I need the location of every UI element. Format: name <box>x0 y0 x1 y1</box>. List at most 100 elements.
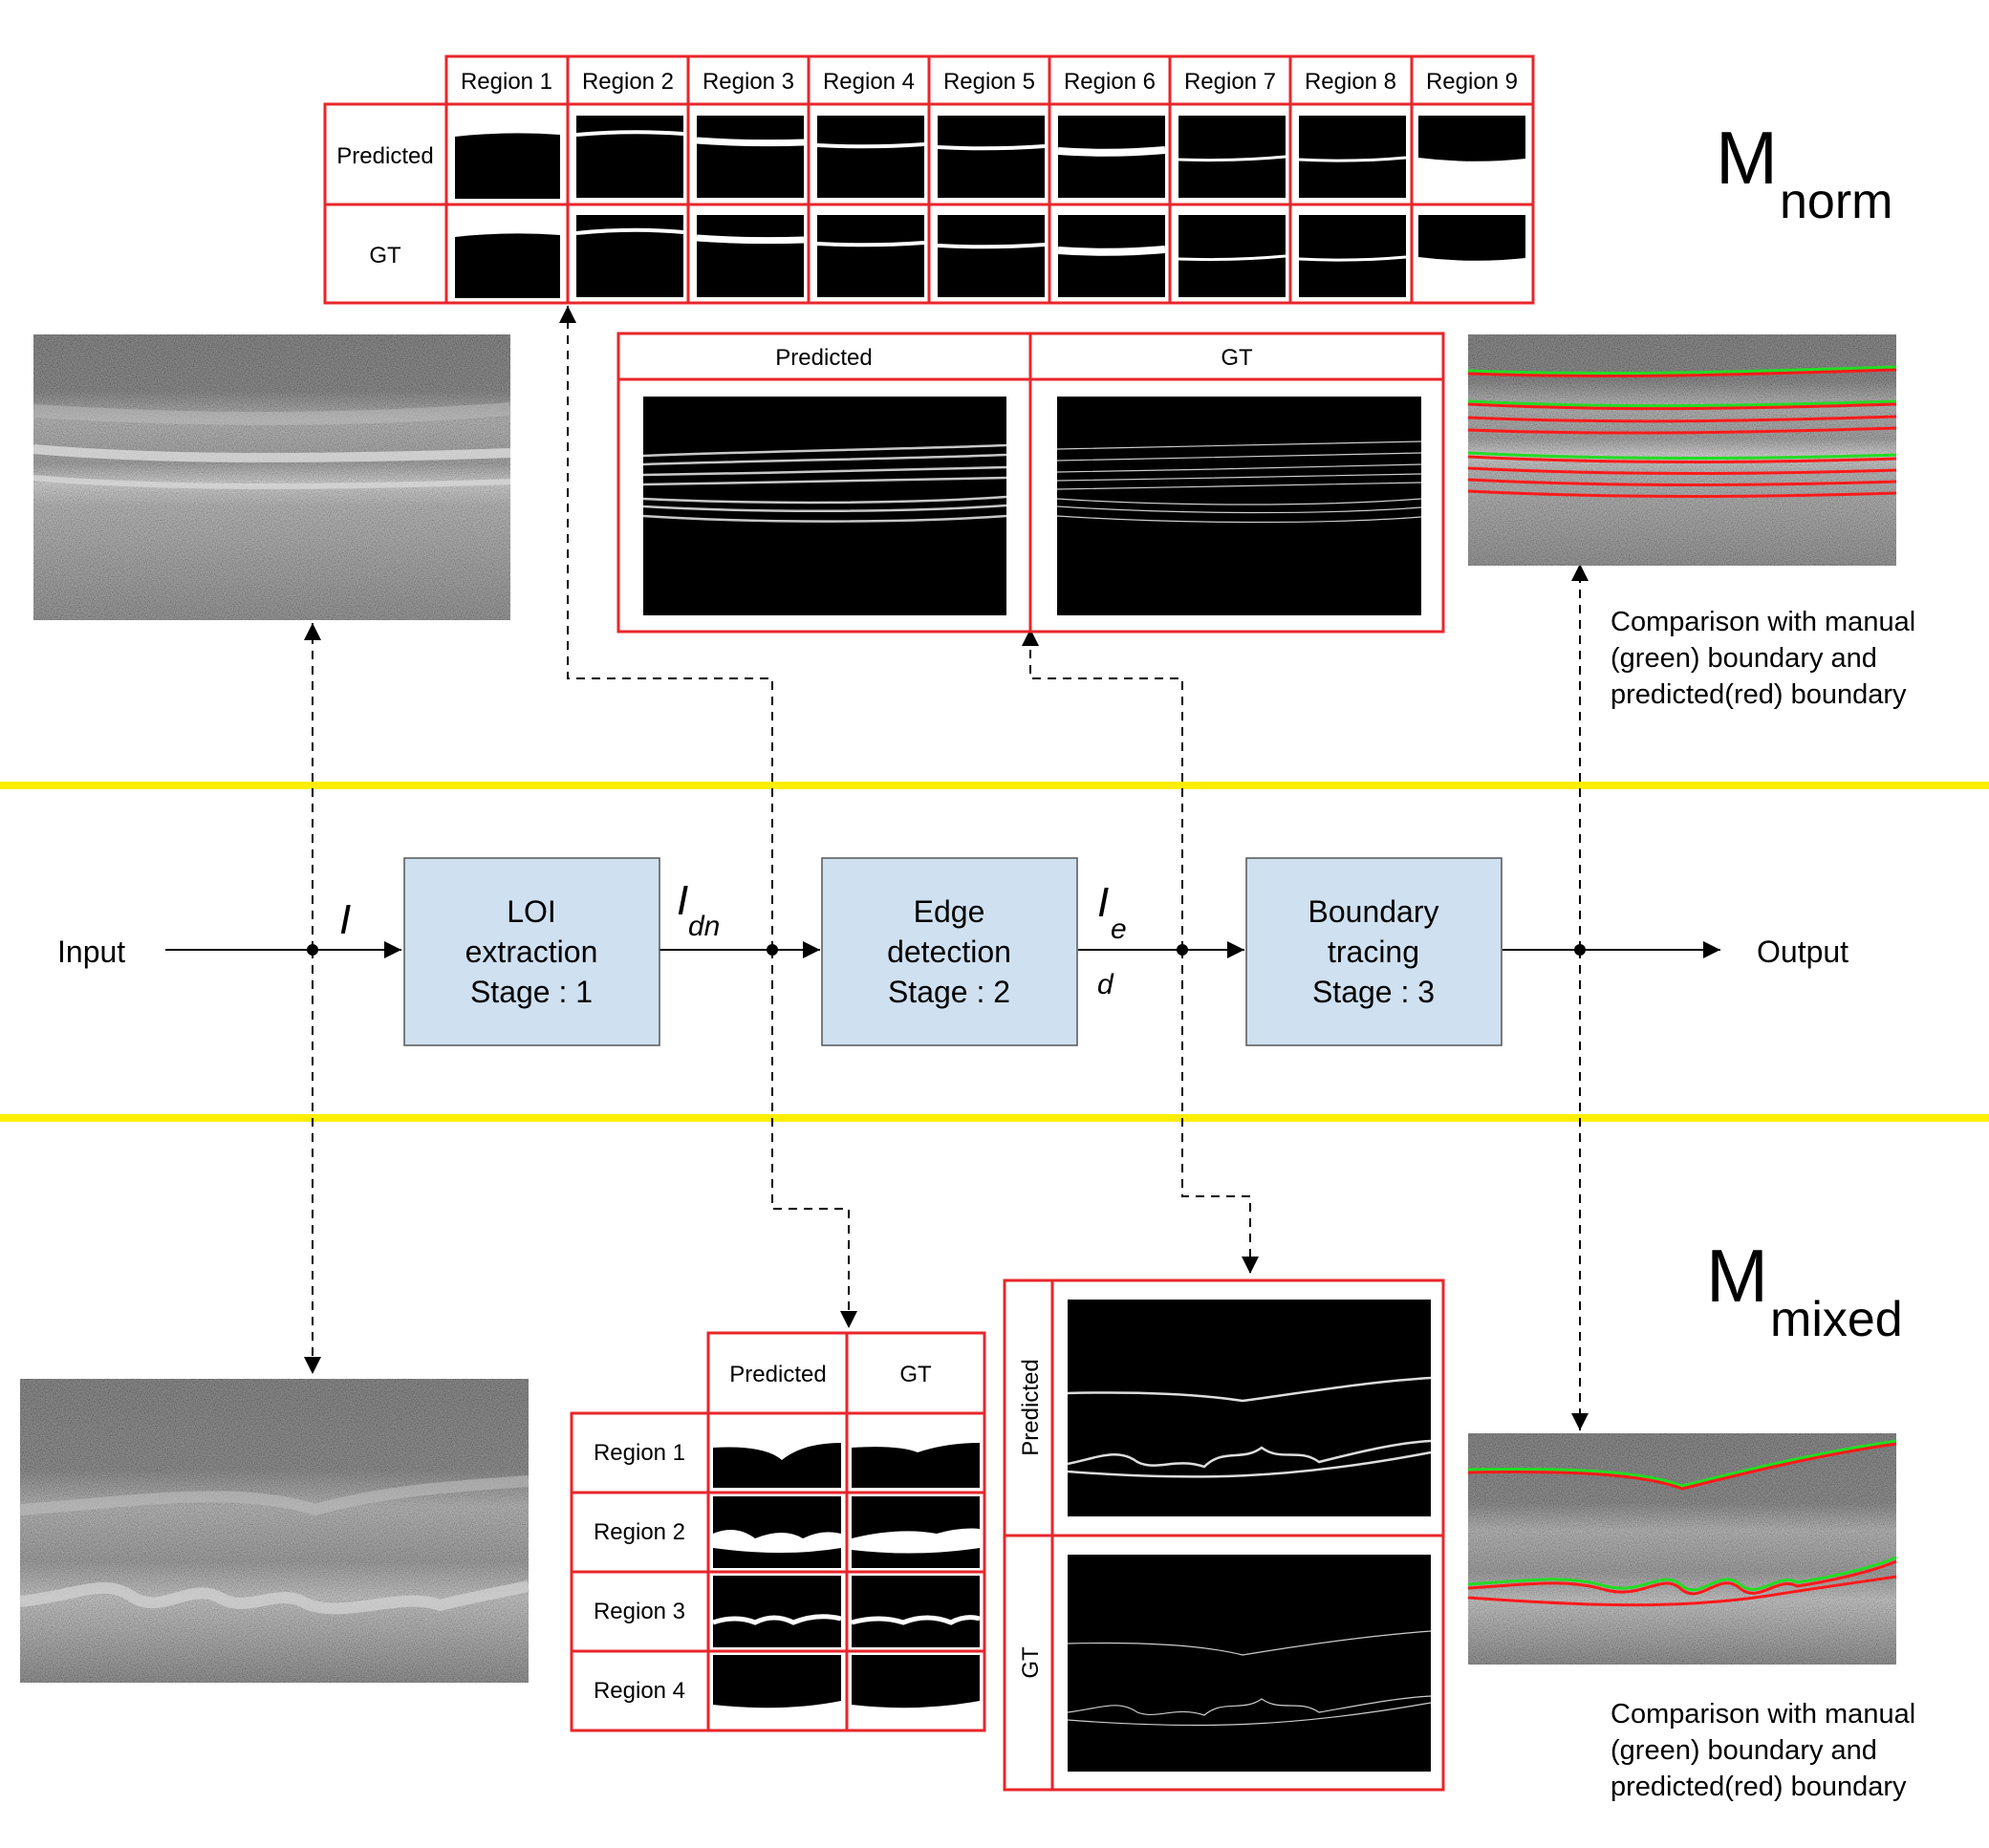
output-label: Output <box>1757 935 1848 969</box>
model-label-mixed: M mixed <box>1706 1234 1903 1347</box>
norm-region-table: Region 1 Region 2 Region 3 Region 4 Regi… <box>323 54 1535 305</box>
mixed-edge-predicted-lines <box>1067 1376 1432 1478</box>
stage-1-line2: extraction <box>465 935 598 969</box>
norm-edge-gt-lines <box>1056 441 1422 524</box>
signal-idn: I <box>677 877 688 924</box>
norm-region-header-1: Region 1 <box>461 69 552 95</box>
norm-region-header-6: Region 6 <box>1064 69 1156 95</box>
input-label: Input <box>57 935 125 969</box>
stage-2-line3: Stage : 2 <box>888 975 1010 1009</box>
norm-region-header-5: Region 5 <box>943 69 1035 95</box>
mixed-region-row-1: Region 1 <box>594 1440 685 1466</box>
stage-2-box: Edge detection Stage : 2 <box>821 857 1078 1046</box>
norm-pred-mask-6 <box>1058 116 1165 198</box>
norm-table-headers: Region 1 Region 2 Region 3 Region 4 Regi… <box>336 69 1518 269</box>
model-label-norm: M norm <box>1716 116 1892 229</box>
mixed-region-row-2: Region 2 <box>594 1519 685 1545</box>
mixed-pred-mask-3 <box>713 1576 841 1647</box>
oct-input-mixed <box>19 1379 530 1683</box>
caption-bottom: Comparison with manual (green) boundary … <box>1611 1699 1915 1802</box>
norm-edge-panel: Predicted GT <box>616 332 1445 634</box>
norm-edge-predicted-label: Predicted <box>775 345 872 371</box>
norm-gt-mask-3 <box>697 215 804 297</box>
norm-pred-mask-8 <box>1299 116 1406 198</box>
norm-edge-gt-image <box>1057 397 1421 615</box>
norm-gt-mask-1 <box>455 233 560 298</box>
model-label-norm-letter: M <box>1716 116 1778 200</box>
norm-region-header-7: Region 7 <box>1184 69 1276 95</box>
norm-gt-mask-4 <box>817 215 924 297</box>
caption-bottom-line1: Comparison with manual <box>1611 1699 1915 1730</box>
signal-ied-sub: e <box>1111 913 1127 945</box>
norm-edge-gt-label: GT <box>1221 345 1253 371</box>
oct-input-norm <box>32 334 511 620</box>
mixed-pred-mask-1 <box>713 1443 841 1488</box>
mixed-gt-mask-1 <box>852 1443 980 1488</box>
signal-ied: I <box>1097 879 1109 926</box>
mixed-edge-gt-image <box>1068 1555 1431 1772</box>
model-label-mixed-letter: M <box>1706 1234 1768 1318</box>
norm-pred-mask-4 <box>817 116 924 198</box>
mixed-edge-predicted-image <box>1068 1300 1431 1516</box>
stage-3-line1: Boundary <box>1308 894 1439 929</box>
stage-1-box: LOI extraction Stage : 1 <box>403 857 660 1046</box>
caption-top-line1: Comparison with manual <box>1611 607 1915 637</box>
mixed-col-predicted: Predicted <box>729 1362 826 1387</box>
norm-pred-mask-9 <box>1418 116 1525 161</box>
norm-region-header-9: Region 9 <box>1426 69 1518 95</box>
norm-region-header-4: Region 4 <box>823 69 915 95</box>
mixed-edge-gt-label: GT <box>1018 1646 1044 1679</box>
signal-labels: I I dn I e d <box>339 877 1127 1000</box>
mixed-table-labels: Predicted GT Region 1 Region 2 Region 3 … <box>594 1362 932 1704</box>
dash-stage2-bottom <box>1181 950 1259 1274</box>
norm-gt-mask-2 <box>576 215 683 297</box>
caption-top-line2: (green) boundary and <box>1611 643 1877 674</box>
norm-gt-mask-5 <box>938 215 1045 297</box>
oct-output-norm <box>1467 334 1897 566</box>
stage-3-box: Boundary tracing Stage : 3 <box>1245 857 1503 1046</box>
dashed-connectors <box>304 306 1589 1430</box>
mixed-region-row-4: Region 4 <box>594 1678 685 1704</box>
output-norm-boundaries <box>1467 365 1897 498</box>
oct-output-mixed <box>1467 1433 1897 1665</box>
caption-bottom-line3: predicted(red) boundary <box>1611 1772 1907 1802</box>
dash-stage2-top <box>1022 629 1183 950</box>
norm-predicted-masks <box>455 116 1525 199</box>
norm-pred-mask-2 <box>576 116 683 198</box>
output-mixed-boundaries <box>1467 1439 1897 1607</box>
mixed-edge-predicted-label: Predicted <box>1018 1359 1044 1455</box>
norm-table-grid <box>323 54 1535 305</box>
stage-2-line2: detection <box>887 935 1011 969</box>
norm-gt-masks <box>455 215 1525 298</box>
signal-ied-sub2: d <box>1097 969 1114 1000</box>
mixed-gt-mask-3 <box>852 1576 980 1647</box>
norm-pred-mask-5 <box>938 116 1045 198</box>
mixed-masks <box>712 1443 981 1708</box>
norm-region-header-2: Region 2 <box>582 69 674 95</box>
norm-pred-mask-3 <box>697 116 804 198</box>
norm-gt-mask-9 <box>1418 215 1525 261</box>
norm-edge-predicted-image <box>643 397 1006 615</box>
norm-gt-mask-8 <box>1299 215 1406 297</box>
norm-gt-mask-6 <box>1058 215 1165 297</box>
mixed-region-table: Predicted GT Region 1 Region 2 Region 3 … <box>570 1331 986 1732</box>
norm-edge-predicted-lines <box>642 443 1007 523</box>
mixed-col-gt: GT <box>899 1362 932 1387</box>
model-label-norm-sub: norm <box>1780 174 1892 229</box>
norm-row-predicted: Predicted <box>336 143 433 169</box>
stage-3-line3: Stage : 3 <box>1312 975 1435 1009</box>
norm-pred-mask-1 <box>455 133 560 199</box>
stage-1-line1: LOI <box>507 894 556 929</box>
dash-stage1-bottom <box>771 950 857 1328</box>
mixed-edge-panel: Predicted GT <box>1003 1279 1445 1792</box>
mixed-table-grid <box>570 1331 986 1732</box>
caption-top: Comparison with manual (green) boundary … <box>1611 607 1915 710</box>
stage-3-line2: tracing <box>1328 935 1419 969</box>
mixed-pred-mask-4 <box>713 1655 841 1708</box>
norm-region-header-3: Region 3 <box>703 69 794 95</box>
norm-row-gt: GT <box>369 243 401 269</box>
stage-1-line3: Stage : 1 <box>470 975 593 1009</box>
signal-idn-sub: dn <box>688 911 720 942</box>
